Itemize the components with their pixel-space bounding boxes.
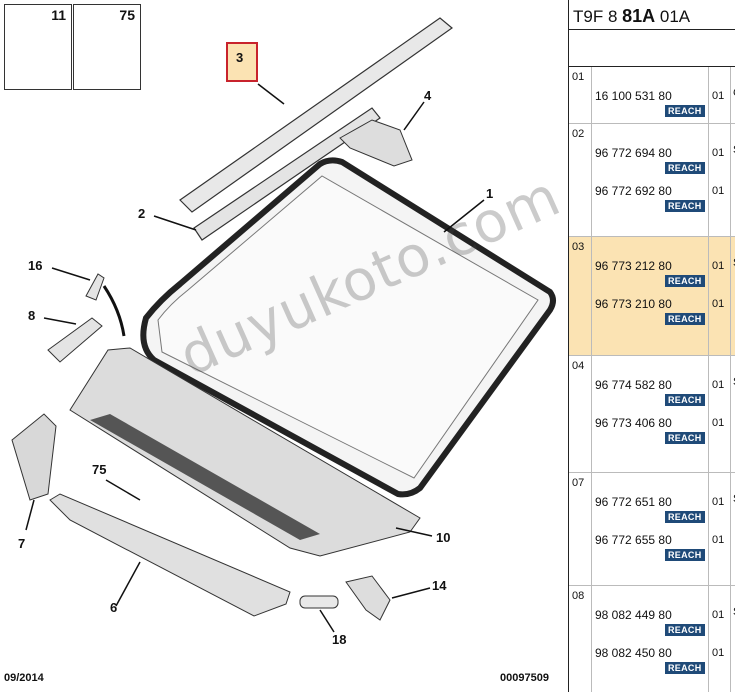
bracket-7 bbox=[11, 413, 57, 501]
group-edge-letter: S bbox=[733, 493, 735, 505]
part-number[interactable]: 96 772 651 80 bbox=[595, 495, 672, 509]
group-edge-letter: C bbox=[733, 87, 735, 99]
part-number[interactable]: 98 082 450 80 bbox=[595, 646, 672, 660]
part-qty: 01 bbox=[712, 496, 725, 508]
footer-date: 09/2014 bbox=[4, 672, 44, 684]
parts-groups: 01C16 100 531 8001REACH02S96 772 694 800… bbox=[569, 67, 735, 692]
title-bold: 81A bbox=[622, 6, 656, 26]
callout-4[interactable]: 4 bbox=[424, 88, 432, 103]
part-number[interactable]: 96 772 655 80 bbox=[595, 533, 672, 547]
part-number[interactable]: 16 100 531 80 bbox=[595, 89, 672, 103]
callout-14[interactable]: 14 bbox=[432, 578, 447, 593]
cap-18 bbox=[299, 595, 339, 609]
callout-18[interactable]: 18 bbox=[332, 632, 347, 647]
callout-16[interactable]: 16 bbox=[28, 258, 43, 273]
parts-diagram: 11 75 3 4 1 2 16 8 75 7 10 14 6 18 duyuk… bbox=[4, 4, 571, 684]
trim-strip-2 bbox=[193, 107, 381, 241]
thumb-number: 75 bbox=[119, 7, 135, 23]
seal-6 bbox=[49, 493, 291, 617]
part-qty: 01 bbox=[712, 647, 725, 659]
callout-10[interactable]: 10 bbox=[436, 530, 451, 545]
part-qty: 01 bbox=[712, 185, 725, 197]
part-qty: 01 bbox=[712, 260, 725, 272]
title-suffix: 01A bbox=[655, 7, 691, 26]
reach-badge: REACH bbox=[665, 662, 705, 674]
part-number[interactable]: 98 082 449 80 bbox=[595, 608, 672, 622]
part-qty: 01 bbox=[712, 379, 725, 391]
trim-strip-3 bbox=[179, 17, 453, 213]
reach-badge: REACH bbox=[665, 394, 705, 406]
group-number: 03 bbox=[572, 241, 585, 253]
part-qty: 01 bbox=[712, 609, 725, 621]
callout-8[interactable]: 8 bbox=[28, 308, 36, 323]
bracket-4 bbox=[339, 119, 413, 167]
callout-2[interactable]: 2 bbox=[138, 206, 146, 221]
bracket-14 bbox=[345, 575, 391, 621]
part-qty: 01 bbox=[712, 534, 725, 546]
group-number: 01 bbox=[572, 71, 585, 83]
panel-title: T9F 8 81A 01A bbox=[569, 0, 735, 30]
thumb-bolt-75[interactable]: 75 bbox=[73, 4, 141, 90]
group-number: 02 bbox=[572, 128, 585, 140]
part-qty: 01 bbox=[712, 417, 725, 429]
part-number[interactable]: 96 772 692 80 bbox=[595, 184, 672, 198]
part-qty: 01 bbox=[712, 90, 725, 102]
reach-badge: REACH bbox=[665, 624, 705, 636]
group-number: 04 bbox=[572, 360, 585, 372]
thumb-number: 11 bbox=[51, 7, 66, 23]
group-number: 07 bbox=[572, 477, 585, 489]
part-number[interactable]: 96 773 406 80 bbox=[595, 416, 672, 430]
callout-75[interactable]: 75 bbox=[92, 462, 107, 477]
thumb-screw-11[interactable]: 11 bbox=[4, 4, 72, 90]
part-number[interactable]: 96 772 694 80 bbox=[595, 146, 672, 160]
part-qty: 01 bbox=[712, 298, 725, 310]
title-prefix: T9F 8 bbox=[573, 7, 623, 26]
callout-6[interactable]: 6 bbox=[110, 600, 118, 615]
reach-badge: REACH bbox=[665, 432, 705, 444]
reach-badge: REACH bbox=[665, 162, 705, 174]
group-edge-letter: S bbox=[733, 144, 735, 156]
group-number: 08 bbox=[572, 590, 585, 602]
callout-3-highlighted[interactable]: 3 bbox=[226, 42, 258, 82]
reach-badge: REACH bbox=[665, 275, 705, 287]
reach-badge: REACH bbox=[665, 511, 705, 523]
group-edge-letter: S bbox=[733, 376, 735, 388]
reach-badge: REACH bbox=[665, 313, 705, 325]
clip-16 bbox=[85, 273, 105, 301]
group-edge-letter: S bbox=[733, 257, 735, 269]
callout-7[interactable]: 7 bbox=[18, 536, 26, 551]
callout-1[interactable]: 1 bbox=[486, 186, 494, 201]
part-qty: 01 bbox=[712, 147, 725, 159]
part-number[interactable]: 96 773 212 80 bbox=[595, 259, 672, 273]
parts-list-panel: T9F 8 81A 01A 01C16 100 531 8001REACH02S… bbox=[568, 0, 735, 692]
panel-header-blank bbox=[569, 30, 735, 67]
reach-badge: REACH bbox=[665, 105, 705, 117]
part-number[interactable]: 96 774 582 80 bbox=[595, 378, 672, 392]
group-edge-letter: S bbox=[733, 606, 735, 618]
reach-badge: REACH bbox=[665, 549, 705, 561]
reach-badge: REACH bbox=[665, 200, 705, 212]
cowl-panel-10 bbox=[69, 347, 421, 557]
clip-8 bbox=[47, 317, 103, 363]
part-number[interactable]: 96 773 210 80 bbox=[595, 297, 672, 311]
footer-reference: 00097509 bbox=[500, 672, 549, 684]
